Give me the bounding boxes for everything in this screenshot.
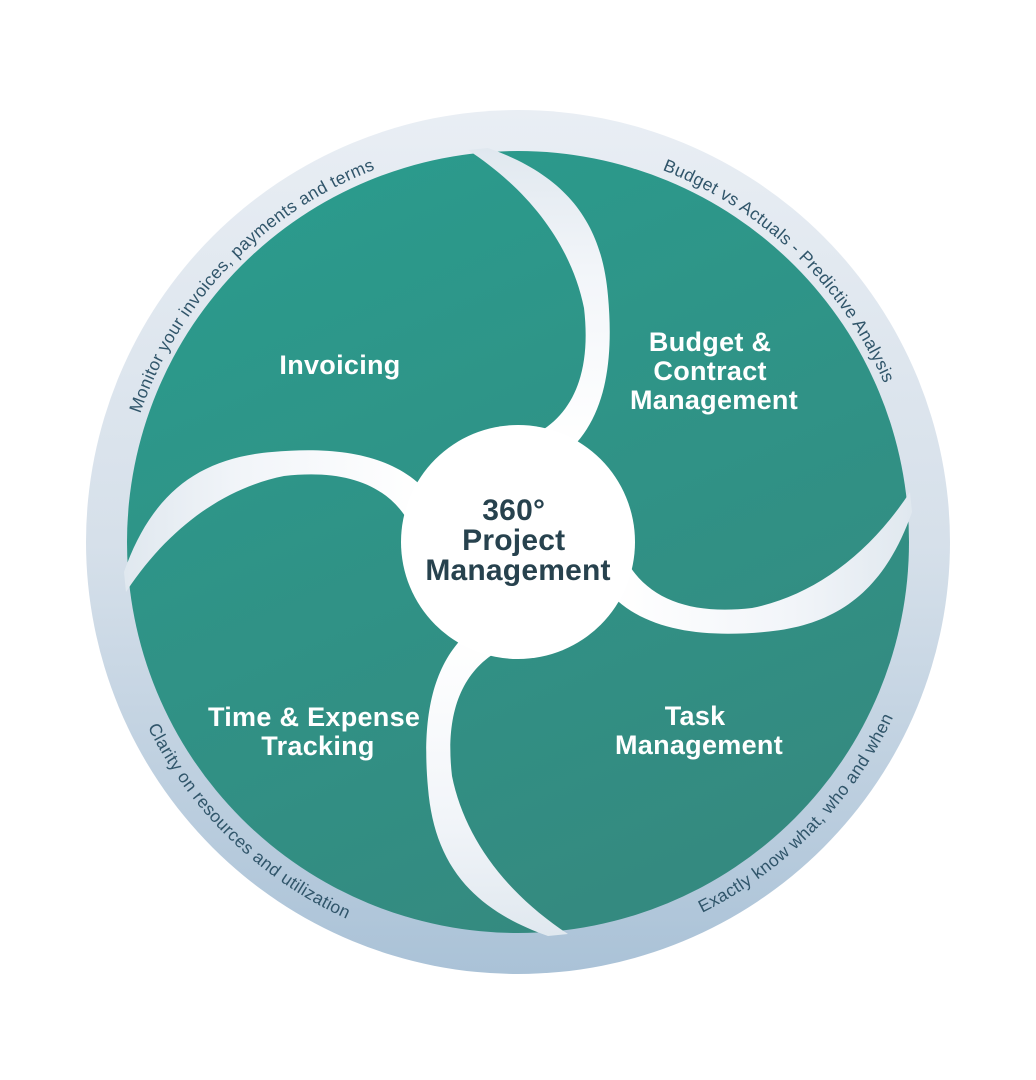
budget-line2: Contract: [653, 356, 766, 386]
quadrant-label-time-expense: Time & Expense Tracking: [208, 702, 428, 761]
center-hub-circle: [401, 425, 635, 659]
invoicing-line1: Invoicing: [279, 350, 400, 380]
time-line1: Time & Expense: [208, 702, 420, 732]
task-line2: Management: [615, 730, 783, 760]
center-title-line2: Project: [462, 524, 565, 557]
quadrant-label-invoicing: Invoicing: [279, 350, 400, 380]
time-line2: Tracking: [261, 731, 374, 761]
quadrant-label-budget-contract: Budget & Contract Management: [630, 327, 798, 415]
quadrant-label-task: Task Management: [615, 701, 783, 760]
budget-line1: Budget &: [649, 327, 771, 357]
center-title-line1: 360°: [482, 494, 545, 527]
task-line1: Task: [665, 701, 726, 731]
center-title: 360° Project Management: [425, 494, 610, 587]
center-title-line3: Management: [425, 554, 610, 587]
budget-line3: Management: [630, 385, 798, 415]
